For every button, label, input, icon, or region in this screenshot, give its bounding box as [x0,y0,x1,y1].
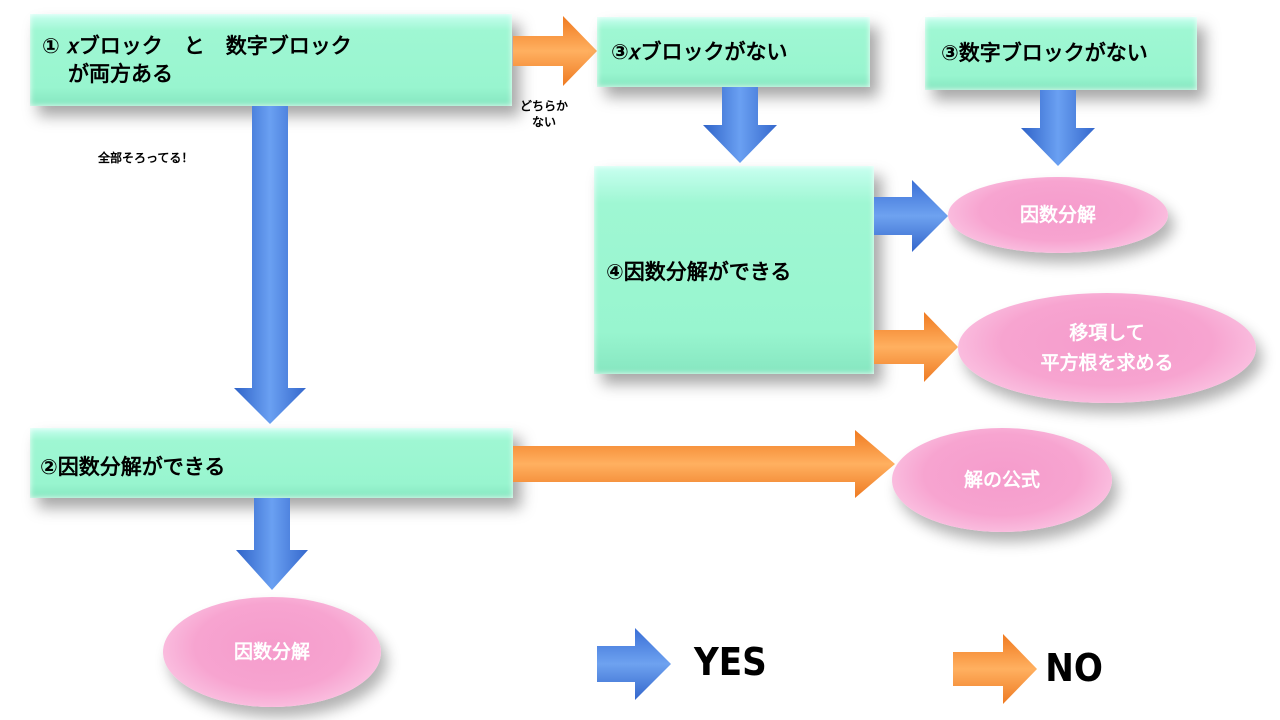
arrow-no-step2 [513,430,895,498]
legend-yes-label: YES [694,640,767,684]
either-missing-line1: どちらか [519,99,568,113]
either-missing-line2: ない [531,115,556,129]
step3-num-box: ③数字ブロックがない [925,17,1197,90]
step2-text: ②因数分解ができる [40,455,226,479]
factor-top-text: 因数分解 [1019,204,1096,226]
arrow-yes-step2 [236,498,308,590]
legend-no-label: NO [1045,646,1103,690]
oval-quadratic-formula: 解の公式 [892,428,1112,532]
transpose-line2: 平方根を求める [1040,352,1174,374]
formula-text: 解の公式 [963,469,1040,491]
either-missing-label: どちらか ない [512,98,576,130]
step1-line1: ① 𝑥ブロック と 数字ブロック [42,34,352,58]
legend-yes-arrow [597,628,671,700]
step4-box: ④因数分解ができる [594,166,874,374]
step3-num-text: ③数字ブロックがない [941,41,1148,65]
step4-text: ④因数分解ができる [606,260,792,284]
all-present-label: 全部そろってる！ [98,151,194,165]
transpose-line1: 移項して [1069,322,1145,344]
step2-box: ②因数分解ができる [30,428,513,498]
step1-box: ① 𝑥ブロック と 数字ブロック が両方ある [30,14,512,106]
step3-x-text: ③𝑥ブロックがない [611,40,788,64]
arrow-yes-step1 [234,106,306,424]
factor-bottom-text: 因数分解 [233,641,310,663]
arrow-no-step4 [874,312,958,382]
step1-line2: が両方ある [68,62,173,86]
oval-transpose-sqrt: 移項して 平方根を求める [958,293,1256,403]
arrow-yes-step3x [703,87,777,163]
oval-factor-top: 因数分解 [948,177,1168,253]
legend-no-arrow [953,634,1037,704]
arrow-yes-step4 [874,180,948,252]
arrow-yes-step3num [1021,90,1095,166]
oval-factor-bottom: 因数分解 [163,597,381,707]
step3-x-box: ③𝑥ブロックがない [597,17,870,87]
arrow-no-step1 [513,16,597,86]
